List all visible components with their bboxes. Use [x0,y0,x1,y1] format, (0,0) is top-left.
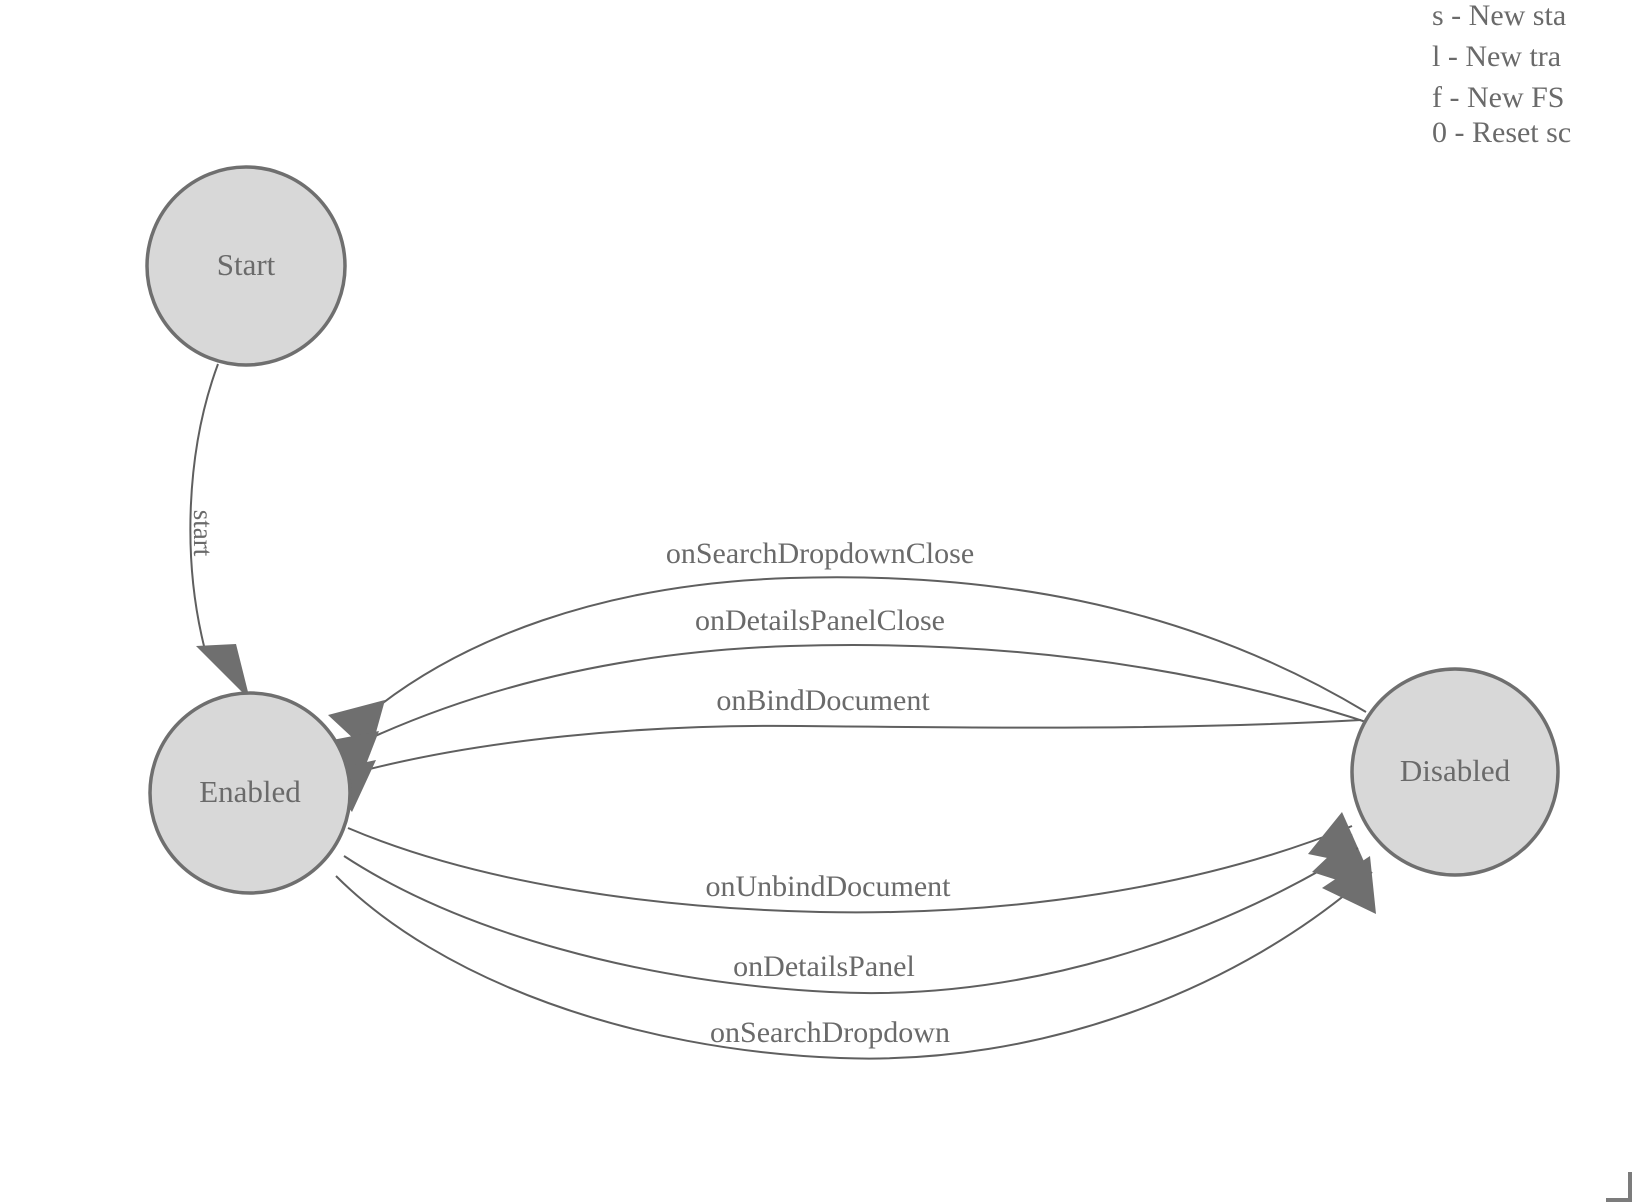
transition-onDetailsPanel[interactable]: onDetailsPanel [343,834,1368,995]
transition-start[interactable]: start [188,363,250,700]
transition-onSearchDropdown[interactable]: onSearchDropdown [335,856,1376,1060]
edge-path[interactable] [357,719,1362,773]
state-circle[interactable] [148,691,352,895]
edge-path[interactable] [335,871,1373,1060]
help-line-reset: 0 - Reset sc [1432,116,1571,149]
help-line-new-transition: l - New tra [1432,40,1561,73]
edge-path[interactable] [343,847,1359,995]
resize-corner-handle[interactable] [1606,1172,1632,1202]
edge-path[interactable] [369,576,1367,714]
state-label: Disabled [1400,753,1511,788]
transition-label: onBindDocument [716,684,930,717]
state-node-start[interactable]: Start [145,165,347,367]
state-circle[interactable] [145,165,347,367]
help-line-new-fsm: f - New FS [1432,81,1565,114]
transition-label: onUnbindDocument [706,870,952,903]
edge-path[interactable] [189,363,219,651]
state-node-enabled[interactable]: Enabled [148,691,352,895]
transition-label: onSearchDropdownClose [666,537,974,570]
transition-onUnbindDocument[interactable]: onUnbindDocument [347,812,1366,914]
edge-group-disabled-to-enabled: onSearchDropdownClose onDetailsPanelClos… [320,537,1379,812]
arrow-head [1322,856,1376,914]
edge-path[interactable] [347,825,1353,914]
edge-path[interactable] [361,644,1379,743]
edge-group-enabled-to-disabled: onUnbindDocument onDetailsPanel onSearch… [335,812,1376,1060]
transition-onDetailsPanelClose[interactable]: onDetailsPanelClose [322,604,1379,785]
corner-bracket[interactable] [1606,1172,1632,1202]
arrow-head [196,644,250,700]
state-circle[interactable] [1350,667,1560,877]
help-legend: s - New sta l - New tra f - New FS 0 - R… [1432,0,1571,149]
help-line-new-state: s - New sta [1432,0,1566,32]
transition-label: start [188,510,218,557]
state-label: Enabled [199,774,301,809]
state-node-disabled[interactable]: Disabled [1350,667,1560,877]
transition-label: onDetailsPanel [733,950,915,983]
transition-onBindDocument[interactable]: onBindDocument [320,684,1362,812]
transition-label: onDetailsPanelClose [695,604,945,637]
state-label: Start [217,247,276,282]
transition-label: onSearchDropdown [710,1016,950,1049]
